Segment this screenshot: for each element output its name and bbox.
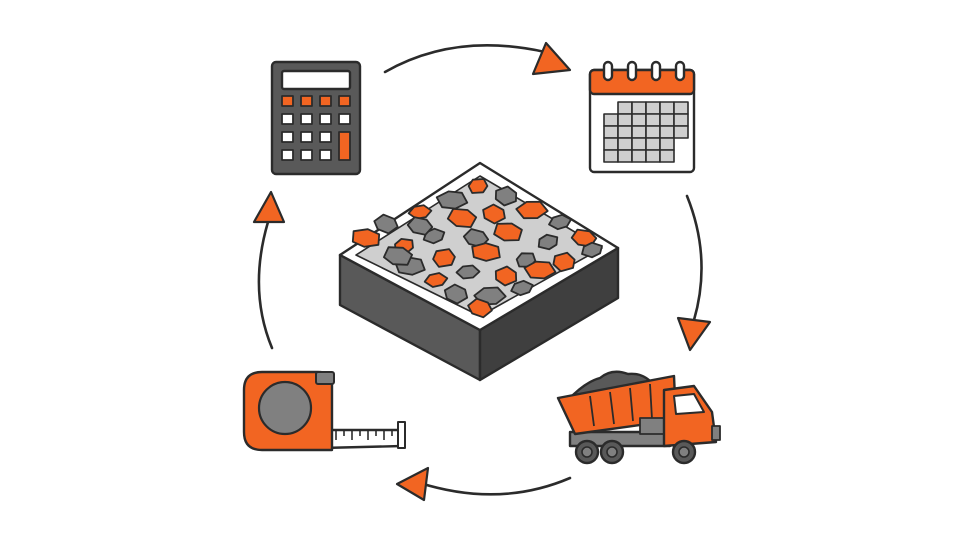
gravel-stone bbox=[467, 297, 493, 319]
gravel-stone bbox=[548, 213, 572, 231]
tape-reel bbox=[257, 380, 313, 436]
gravel-stone bbox=[373, 213, 399, 235]
gravel-stone bbox=[467, 178, 489, 194]
gravel-stone bbox=[581, 241, 603, 259]
gravel-stone bbox=[523, 260, 557, 280]
tape-measure-icon bbox=[242, 370, 406, 452]
gravel-stone bbox=[423, 272, 449, 288]
arrow-calendar-to-truck bbox=[685, 194, 703, 322]
gravel-stone bbox=[482, 203, 506, 225]
truck-window bbox=[673, 393, 705, 415]
gravel-stone bbox=[455, 264, 481, 280]
gravel-stone bbox=[494, 185, 518, 207]
gravel-stones bbox=[351, 178, 603, 319]
gravel-stone bbox=[510, 279, 534, 297]
gravel-stone bbox=[446, 208, 478, 228]
gravel-stone bbox=[443, 283, 469, 305]
gravel-stone bbox=[351, 228, 381, 248]
gravel-bed-icon bbox=[338, 161, 620, 382]
gravel-stone bbox=[471, 242, 501, 262]
arrowheads bbox=[252, 41, 712, 502]
calculator-icon bbox=[270, 60, 362, 176]
arrowhead-left-icon bbox=[395, 466, 430, 502]
gravel-stone bbox=[552, 251, 576, 273]
gravel-stone bbox=[432, 248, 456, 268]
truck-hydraulic bbox=[639, 417, 667, 435]
gravel-stone bbox=[537, 233, 559, 251]
truck-wheels bbox=[574, 439, 697, 465]
gravel-stone bbox=[493, 222, 523, 242]
arrowhead-up-icon bbox=[252, 190, 286, 224]
dump-truck-icon bbox=[556, 370, 721, 465]
cycle-arrows bbox=[257, 44, 703, 496]
gravel-stone bbox=[494, 265, 518, 287]
arrowhead-down-icon bbox=[676, 316, 712, 352]
gravel-stone bbox=[515, 200, 549, 220]
arrow-tape-to-calculator bbox=[257, 220, 274, 350]
arrowhead-right-icon bbox=[531, 41, 572, 76]
tape-blade bbox=[320, 428, 404, 450]
gravel-stone bbox=[406, 216, 434, 236]
calendar-icon bbox=[588, 60, 696, 174]
gravel-stone bbox=[383, 246, 413, 266]
arrow-calculator-to-calendar bbox=[383, 44, 547, 74]
arrow-truck-to-tape bbox=[418, 476, 572, 496]
